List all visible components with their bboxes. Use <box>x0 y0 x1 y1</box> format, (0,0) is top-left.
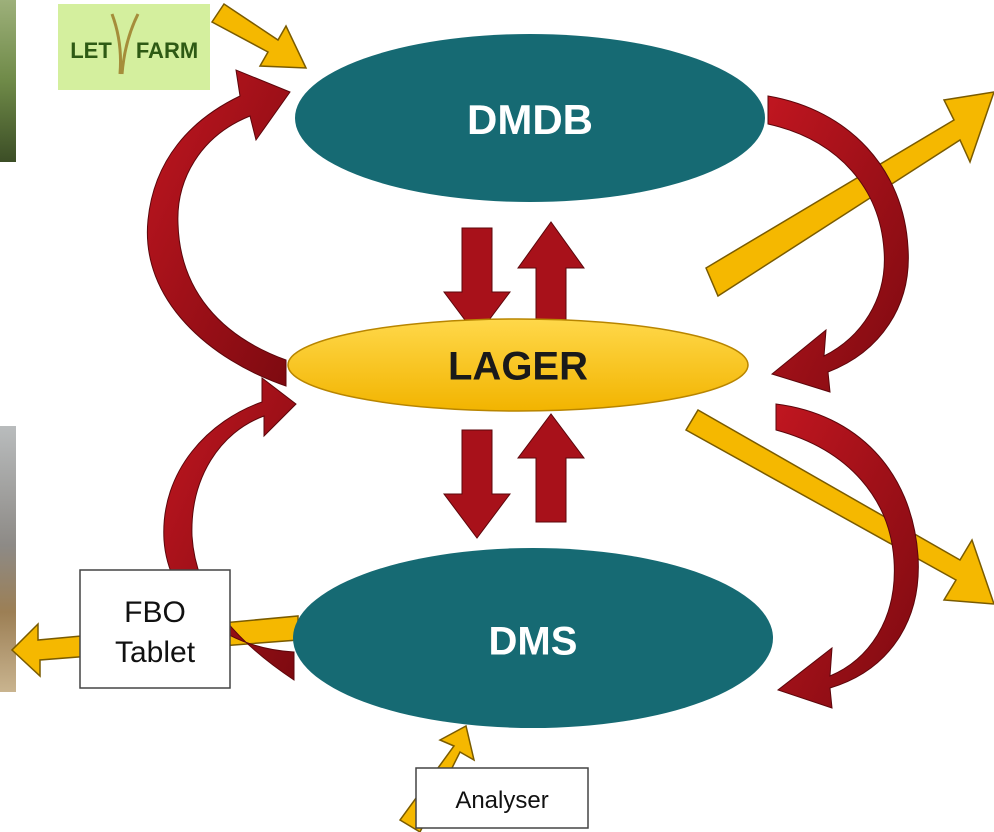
logo-to-dmdb-arrow <box>210 2 308 69</box>
svg-text:FARM: FARM <box>136 38 198 63</box>
red-vertical-arrows <box>443 221 585 539</box>
tractor-photo <box>0 426 16 692</box>
curve-lager-to-dmdb-left <box>146 69 291 387</box>
dms-to-lager-arrow <box>517 413 585 523</box>
letfarm-logo: LET FARM <box>58 4 210 90</box>
node-dmdb-label: DMDB <box>467 96 593 143</box>
node-lager: LAGER <box>287 318 749 412</box>
node-dms-label: DMS <box>489 620 578 664</box>
curve-lager-to-dms-right <box>775 403 919 709</box>
field-photo <box>0 0 16 162</box>
svg-text:LET: LET <box>70 38 112 63</box>
dmdb-to-lager-arrow <box>443 227 511 337</box>
node-lager-label: LAGER <box>448 345 588 389</box>
node-dmdb: DMDB <box>295 34 765 202</box>
curve-dmdb-to-lager-right <box>767 95 909 393</box>
fbo-tablet-line2: Tablet <box>115 636 196 669</box>
lager-to-dms-arrow <box>443 429 511 539</box>
fbo-tablet-line1: FBO <box>124 596 186 629</box>
lager-to-top-right-arrow <box>705 91 994 298</box>
analyser-label: Analyser <box>455 787 548 814</box>
analyser-box: Analyser <box>415 767 589 829</box>
fbo-tablet-box: FBO Tablet <box>79 569 231 689</box>
node-dms: DMS <box>293 548 773 728</box>
